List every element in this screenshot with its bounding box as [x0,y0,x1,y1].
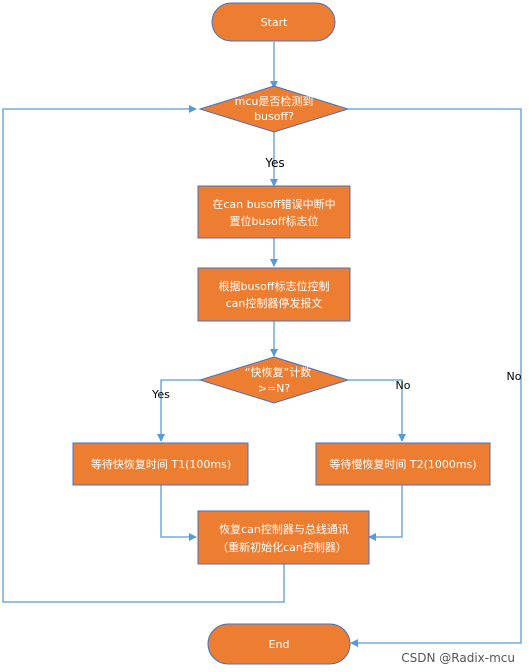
start-node [211,2,336,42]
edge-label-no-main: No [507,370,522,383]
wait-slow-node [315,442,491,486]
decision-fast-label-line1: “快恢复”计数 [245,365,311,379]
edge-decision-no-to-end [348,108,522,647]
end-node [207,623,351,665]
end-label: End [269,638,290,651]
watermark: CSDN @Radix-mcu [401,651,515,665]
set-flag-label-line1: 在can busoff错误中断中 [212,197,335,211]
decision-fast-node [198,356,350,404]
restore-label-line2: （重新初始化can控制器） [217,540,347,554]
wait-fast-node [72,442,249,486]
stop-tx-label-line2: can控制器停发报文 [226,296,323,310]
start-label: Start [261,16,289,29]
wait-fast-label: 等待快恢复时间 T1(100ms) [91,457,231,471]
decision-busoff-node [198,85,350,133]
edge-label-yes-main: Yes [264,156,284,170]
stop-tx-label-line1: 根据busoff标志位控制 [219,279,330,293]
edge-wait-slow-to-restore [368,485,403,541]
wait-slow-label: 等待慢恢复时间 T2(1000ms) [329,457,476,471]
decision-busoff-label-line2: busoff? [254,110,294,123]
restore-node [197,510,370,565]
set-flag-node [197,185,351,239]
edge-fast-yes-to-wait-fast [157,379,200,442]
restore-label-line1: 恢复can控制器与总线通讯 [219,522,349,536]
edge-restore-loop-back [2,105,285,603]
edge-label-no-fast: No [396,379,411,392]
edge-fast-no-to-wait-slow [348,379,406,442]
decision-fast-label-line2: >=N? [258,382,291,395]
edge-wait-fast-to-restore [160,485,197,541]
edge-label-yes-fast: Yes [151,388,170,401]
stop-tx-node [197,267,351,322]
decision-busoff-label-line1: mcu是否检测到 [235,94,314,108]
set-flag-label-line2: 置位busoff标志位 [230,214,319,228]
